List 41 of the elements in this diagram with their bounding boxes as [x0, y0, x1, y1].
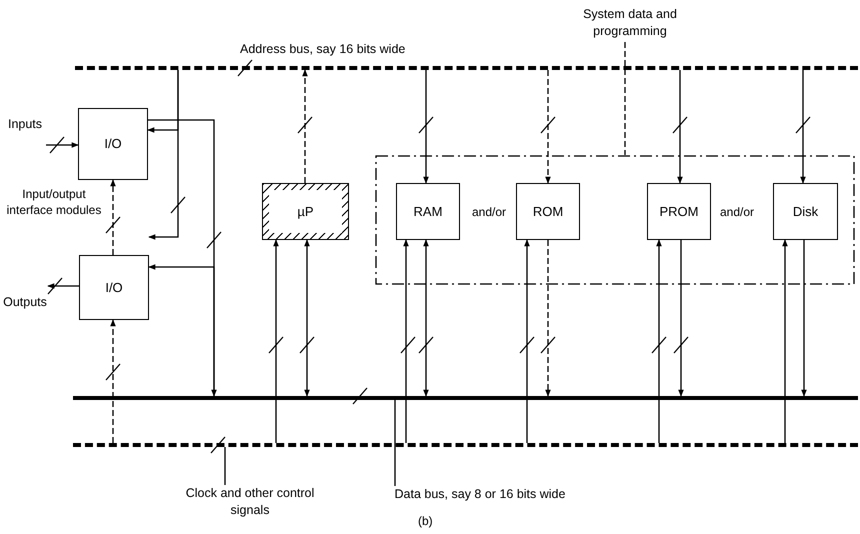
signal-arrow	[148, 119, 217, 397]
signal-arrow	[782, 239, 788, 443]
module-box: RAM	[396, 183, 460, 240]
signal-arrow	[304, 239, 310, 397]
signal-arrow	[656, 239, 662, 443]
module-box: Disk	[773, 183, 838, 240]
annotation-text: System data and programming	[560, 6, 700, 42]
module-box: PROM	[647, 183, 711, 240]
figure-caption: (b)	[418, 513, 433, 530]
module-box: ROM	[516, 183, 580, 240]
signal-arrow	[110, 179, 116, 255]
leader-line	[224, 447, 226, 485]
annotation-text: Outputs	[2, 294, 48, 310]
signal-arrow	[524, 239, 530, 443]
leader-line	[394, 400, 396, 486]
signal-arrow	[403, 239, 409, 443]
signal-arrow	[800, 70, 806, 184]
signal-arrow	[302, 69, 308, 183]
module-box: I/O	[78, 108, 148, 180]
signal-arrow	[423, 70, 429, 184]
signal-arrow	[423, 239, 429, 397]
signal-arrow	[47, 283, 79, 289]
signal-arrow	[148, 264, 215, 396]
annotation-text: Inputs	[4, 116, 46, 132]
dash-dot-group-box	[375, 155, 855, 285]
annotation-text: Clock and other control signals	[185, 485, 315, 519]
bus-caption: Address bus, say 16 bits wide	[240, 41, 406, 58]
signal-arrow	[801, 240, 807, 397]
signal-arrow	[678, 240, 684, 397]
signal-arrow	[545, 70, 551, 184]
signal-arrow	[148, 70, 179, 240]
signal-arrow	[545, 240, 551, 397]
signal-arrow	[273, 239, 279, 443]
leader-line	[624, 42, 626, 155]
annotation-text: Data bus, say 8 or 16 bits wide	[355, 486, 605, 504]
bus-line	[73, 443, 858, 447]
module-box: I/O	[79, 255, 149, 320]
hatched-processor-box: µP	[262, 183, 349, 240]
signal-arrow	[677, 70, 683, 184]
signal-arrow	[110, 319, 116, 443]
signal-arrow	[46, 142, 79, 148]
